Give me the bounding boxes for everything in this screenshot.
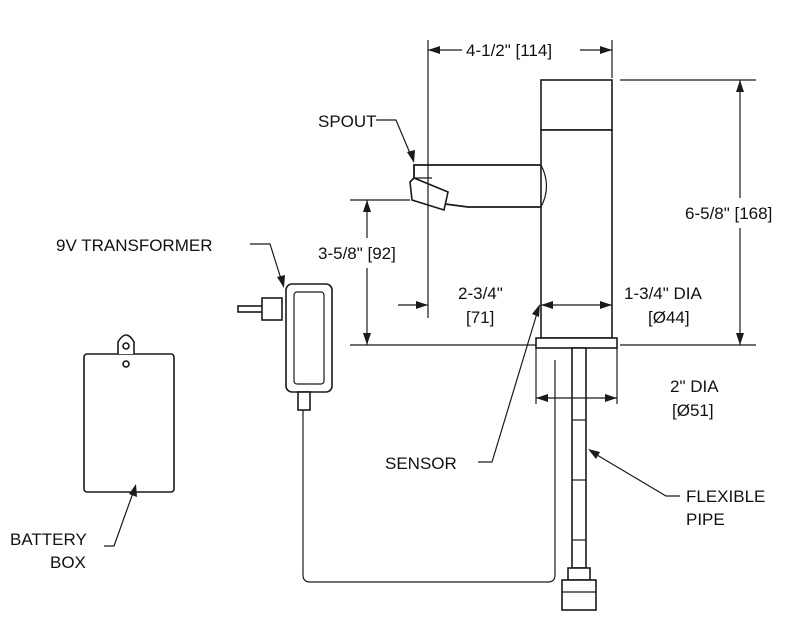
dim-base-dia: [535, 348, 618, 404]
transformer-cable: [302, 360, 556, 583]
battery-box: [83, 334, 175, 493]
transformer: [237, 283, 556, 583]
spout-joint: [540, 164, 548, 208]
dim-spout-reach: [398, 160, 429, 318]
label-battery-line1: BATTERY: [10, 530, 87, 549]
dim-width-top-text: 4-1/2" [114]: [466, 41, 552, 60]
dim-spout-reach-line1: 2-3/4": [458, 284, 503, 303]
transformer-cable-outlet: [297, 391, 311, 411]
dim-body-dia: [541, 301, 612, 309]
dim-width-top: [427, 40, 613, 160]
faucet-body: [535, 79, 618, 349]
battery-box-body: [83, 353, 175, 493]
label-battery-line2: BOX: [50, 553, 86, 572]
transformer-plug: [261, 297, 283, 321]
faucet-base-ring: [535, 337, 618, 349]
dim-body-dia-line1: 1-3/4" DIA: [624, 284, 703, 303]
flexible-pipe: [561, 347, 597, 611]
label-sensor: SENSOR: [385, 454, 457, 473]
label-pipe-line1: FLEXIBLE: [686, 487, 765, 506]
dim-body-dia-line2: [Ø44]: [648, 308, 690, 327]
faucet-cap: [540, 79, 613, 131]
label-spout: SPOUT: [318, 112, 377, 131]
label-pipe-line2: PIPE: [686, 510, 725, 529]
dim-spout-height-text: 3-5/8" [92]: [318, 244, 396, 263]
dim-spout-reach-line2: [71]: [466, 308, 494, 327]
dim-spout-height: [350, 199, 536, 346]
transformer-body: [285, 283, 333, 393]
pipe-tube: [571, 347, 587, 569]
dim-height-total: [620, 79, 756, 346]
leaders: [104, 119, 680, 547]
label-transformer: 9V TRANSFORMER: [56, 236, 213, 255]
spout-aerator: [409, 177, 449, 212]
dim-base-dia-line1: 2" DIA: [670, 377, 719, 396]
pipe-nut: [561, 579, 597, 611]
faucet-spout: [409, 164, 548, 212]
pipe-collar: [567, 567, 591, 581]
dim-base-dia-line2: [Ø51]: [672, 401, 714, 420]
dim-height-total-text: 6-5/8" [168]: [685, 204, 772, 223]
